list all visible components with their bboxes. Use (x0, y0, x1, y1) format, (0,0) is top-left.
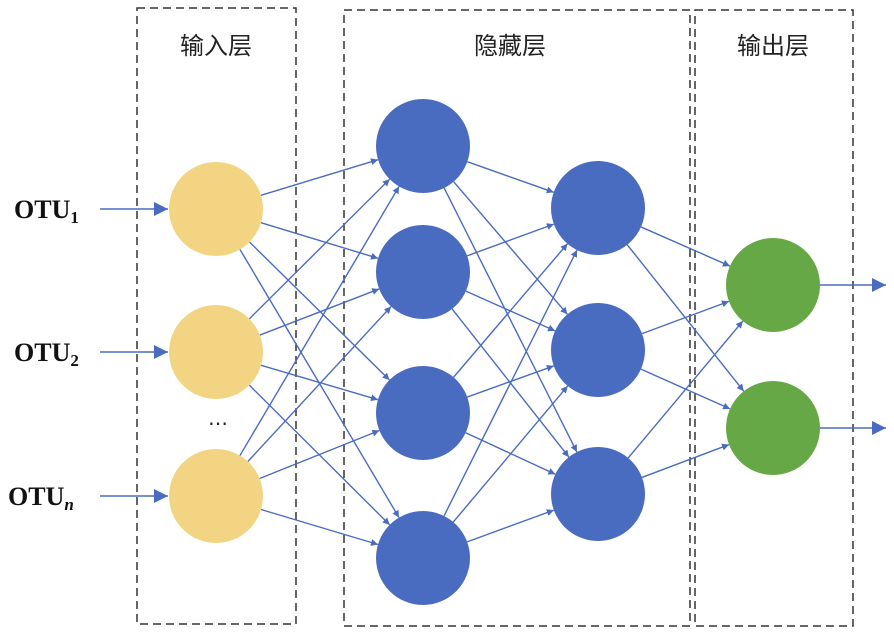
input-neuron-2 (169, 305, 263, 399)
output-layer-box (694, 9, 854, 627)
input-label-subscript: n (64, 495, 73, 514)
output-layer-label: 输出层 (737, 32, 809, 60)
edge-input-2-to-hidden1-3 (260, 508, 379, 546)
hidden2-neuron-1 (551, 161, 645, 255)
input-label-2: OTU2 (14, 338, 79, 370)
edge-hidden2-2-to-output-0 (627, 320, 744, 459)
input-label-subscript: 1 (70, 208, 79, 227)
input-label-1: OTU1 (14, 195, 79, 227)
input-label-base: OTU (8, 482, 65, 511)
hidden1-neuron-1 (376, 99, 470, 193)
edge-input-0-to-hidden1-2 (248, 241, 391, 381)
edge-input-0-to-hidden1-0 (260, 158, 379, 196)
hidden1-neuron-2 (376, 225, 470, 319)
hidden-layer-box (343, 9, 691, 627)
edge-hidden1-3-to-hidden2-2 (466, 509, 555, 543)
edge-hidden2-0-to-output-0 (640, 226, 731, 267)
edge-input-2-to-hidden1-1 (247, 306, 392, 462)
edge-hidden1-3-to-hidden2-1 (452, 385, 569, 523)
hidden1-neuron-4 (376, 511, 470, 605)
output-neuron-1 (726, 238, 820, 332)
edge-input-2-to-hidden1-2 (259, 429, 380, 480)
input-label-base: OTU (14, 338, 71, 367)
input-label-3: OTUn (8, 482, 74, 514)
edge-input-1-to-hidden1-2 (260, 364, 379, 402)
edge-hidden1-0-to-hidden2-0 (467, 161, 554, 194)
edge-input-2-to-hidden1-0 (239, 186, 400, 456)
hidden1-neuron-3 (376, 366, 470, 460)
edge-hidden2-1-to-output-0 (641, 300, 730, 335)
input-layer-label: 输入层 (180, 32, 252, 60)
output-neuron-2 (726, 381, 820, 475)
connections (100, 158, 886, 546)
input-neuron-3 (169, 449, 263, 543)
input-neuron-1 (169, 162, 263, 256)
hidden2-neuron-2 (551, 303, 645, 397)
neurons (169, 99, 820, 605)
edge-input-0-to-hidden1-1 (260, 222, 379, 260)
edge-input-1-to-hidden1-0 (248, 178, 391, 320)
edge-hidden2-2-to-output-1 (641, 443, 730, 479)
input-label-subscript: 2 (70, 351, 79, 370)
edge-hidden1-1-to-hidden2-0 (466, 223, 555, 257)
edge-hidden1-0-to-hidden2-1 (453, 181, 568, 315)
hidden2-neuron-3 (551, 447, 645, 541)
ellipsis: … (208, 406, 228, 430)
edge-hidden1-2-to-hidden2-0 (452, 243, 569, 378)
hidden-layer-label: 隐藏层 (474, 32, 546, 60)
edge-hidden1-3-to-hidden2-0 (443, 249, 578, 517)
edge-hidden1-0-to-hidden2-2 (443, 187, 578, 453)
edge-input-1-to-hidden1-1 (259, 288, 380, 336)
input-layer-box (136, 7, 297, 625)
input-label-base: OTU (14, 195, 71, 224)
